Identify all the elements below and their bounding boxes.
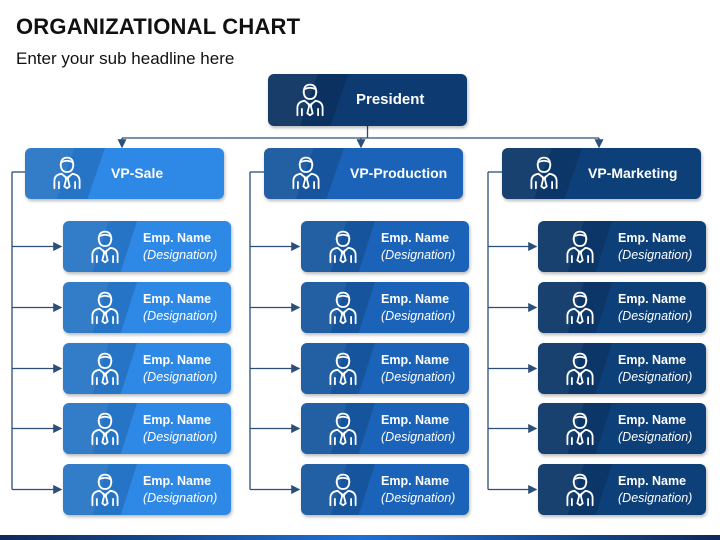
person-tie-icon bbox=[87, 289, 123, 325]
person-tie-icon bbox=[325, 289, 361, 325]
employee-designation: (Designation) bbox=[618, 248, 693, 262]
employee-text: Emp. Name (Designation) bbox=[381, 473, 455, 507]
person-tie-icon bbox=[87, 471, 123, 507]
employee-text: Emp. Name (Designation) bbox=[381, 291, 455, 325]
person-tie-icon bbox=[325, 228, 361, 264]
employee-name: Emp. Name bbox=[618, 474, 687, 488]
employee-text: Emp. Name (Designation) bbox=[618, 291, 692, 325]
employee-designation: (Designation) bbox=[381, 248, 456, 262]
employee-box-sale-1: Emp. Name (Designation) bbox=[63, 221, 231, 272]
employee-box-production-3: Emp. Name (Designation) bbox=[301, 343, 469, 394]
employee-designation: (Designation) bbox=[618, 370, 693, 384]
employee-text: Emp. Name (Designation) bbox=[618, 230, 692, 264]
employee-box-sale-4: Emp. Name (Designation) bbox=[63, 403, 231, 454]
person-tie-icon bbox=[562, 228, 598, 264]
president-label: President bbox=[356, 91, 425, 108]
employee-box-production-5: Emp. Name (Designation) bbox=[301, 464, 469, 515]
footer-accent-strip bbox=[0, 535, 720, 540]
person-tie-icon bbox=[87, 350, 123, 386]
employee-box-marketing-5: Emp. Name (Designation) bbox=[538, 464, 706, 515]
employee-name: Emp. Name bbox=[618, 231, 687, 245]
employee-text: Emp. Name (Designation) bbox=[618, 352, 692, 386]
employee-box-sale-5: Emp. Name (Designation) bbox=[63, 464, 231, 515]
employee-name: Emp. Name bbox=[143, 353, 212, 367]
employee-designation: (Designation) bbox=[143, 248, 218, 262]
employee-text: Emp. Name (Designation) bbox=[143, 291, 217, 325]
page-subtitle: Enter your sub headline here bbox=[16, 49, 235, 68]
person-tie-icon bbox=[87, 410, 123, 446]
person-tie-icon bbox=[87, 228, 123, 264]
employee-box-sale-3: Emp. Name (Designation) bbox=[63, 343, 231, 394]
employee-designation: (Designation) bbox=[381, 430, 456, 444]
person-tie-icon bbox=[292, 81, 328, 117]
employee-box-marketing-4: Emp. Name (Designation) bbox=[538, 403, 706, 454]
vp-label-marketing: VP-Marketing bbox=[588, 165, 678, 181]
vp-label-production: VP-Production bbox=[350, 165, 448, 181]
employee-box-production-1: Emp. Name (Designation) bbox=[301, 221, 469, 272]
person-tie-icon bbox=[562, 350, 598, 386]
employee-box-production-4: Emp. Name (Designation) bbox=[301, 403, 469, 454]
employee-text: Emp. Name (Designation) bbox=[143, 230, 217, 264]
employee-text: Emp. Name (Designation) bbox=[143, 352, 217, 386]
employee-name: Emp. Name bbox=[381, 292, 450, 306]
employee-name: Emp. Name bbox=[143, 474, 212, 488]
employee-text: Emp. Name (Designation) bbox=[381, 412, 455, 446]
employee-text: Emp. Name (Designation) bbox=[618, 412, 692, 446]
employee-text: Emp. Name (Designation) bbox=[143, 473, 217, 507]
employee-designation: (Designation) bbox=[381, 370, 456, 384]
person-tie-icon bbox=[325, 350, 361, 386]
vp-box-marketing: VP-Marketing bbox=[502, 148, 701, 199]
person-tie-icon bbox=[562, 410, 598, 446]
page-title: ORGANIZATIONAL CHART bbox=[16, 14, 301, 39]
employee-designation: (Designation) bbox=[618, 491, 693, 505]
employee-designation: (Designation) bbox=[143, 491, 218, 505]
person-tie-icon bbox=[49, 154, 85, 190]
employee-text: Emp. Name (Designation) bbox=[381, 352, 455, 386]
employee-designation: (Designation) bbox=[381, 309, 456, 323]
employee-designation: (Designation) bbox=[381, 491, 456, 505]
employee-name: Emp. Name bbox=[143, 413, 212, 427]
person-tie-icon bbox=[562, 289, 598, 325]
vp-label-sale: VP-Sale bbox=[111, 165, 164, 181]
employee-box-marketing-3: Emp. Name (Designation) bbox=[538, 343, 706, 394]
employee-name: Emp. Name bbox=[381, 353, 450, 367]
employee-designation: (Designation) bbox=[618, 430, 693, 444]
employee-text: Emp. Name (Designation) bbox=[143, 412, 217, 446]
president-box: President bbox=[268, 74, 467, 126]
employee-designation: (Designation) bbox=[618, 309, 693, 323]
employee-name: Emp. Name bbox=[143, 231, 212, 245]
vp-box-sale: VP-Sale bbox=[25, 148, 224, 199]
employee-name: Emp. Name bbox=[618, 353, 687, 367]
employee-text: Emp. Name (Designation) bbox=[381, 230, 455, 264]
employee-designation: (Designation) bbox=[143, 430, 218, 444]
employee-name: Emp. Name bbox=[381, 474, 450, 488]
employee-box-sale-2: Emp. Name (Designation) bbox=[63, 282, 231, 333]
employee-box-production-2: Emp. Name (Designation) bbox=[301, 282, 469, 333]
employee-text: Emp. Name (Designation) bbox=[618, 473, 692, 507]
employee-name: Emp. Name bbox=[381, 231, 450, 245]
employee-name: Emp. Name bbox=[618, 413, 687, 427]
employee-name: Emp. Name bbox=[618, 292, 687, 306]
person-tie-icon bbox=[325, 471, 361, 507]
employee-name: Emp. Name bbox=[381, 413, 450, 427]
person-tie-icon bbox=[562, 471, 598, 507]
vp-box-production: VP-Production bbox=[264, 148, 463, 199]
employee-name: Emp. Name bbox=[143, 292, 212, 306]
person-tie-icon bbox=[325, 410, 361, 446]
employee-box-marketing-1: Emp. Name (Designation) bbox=[538, 221, 706, 272]
employee-designation: (Designation) bbox=[143, 370, 218, 384]
person-tie-icon bbox=[526, 154, 562, 190]
employee-box-marketing-2: Emp. Name (Designation) bbox=[538, 282, 706, 333]
person-tie-icon bbox=[288, 154, 324, 190]
employee-designation: (Designation) bbox=[143, 309, 218, 323]
